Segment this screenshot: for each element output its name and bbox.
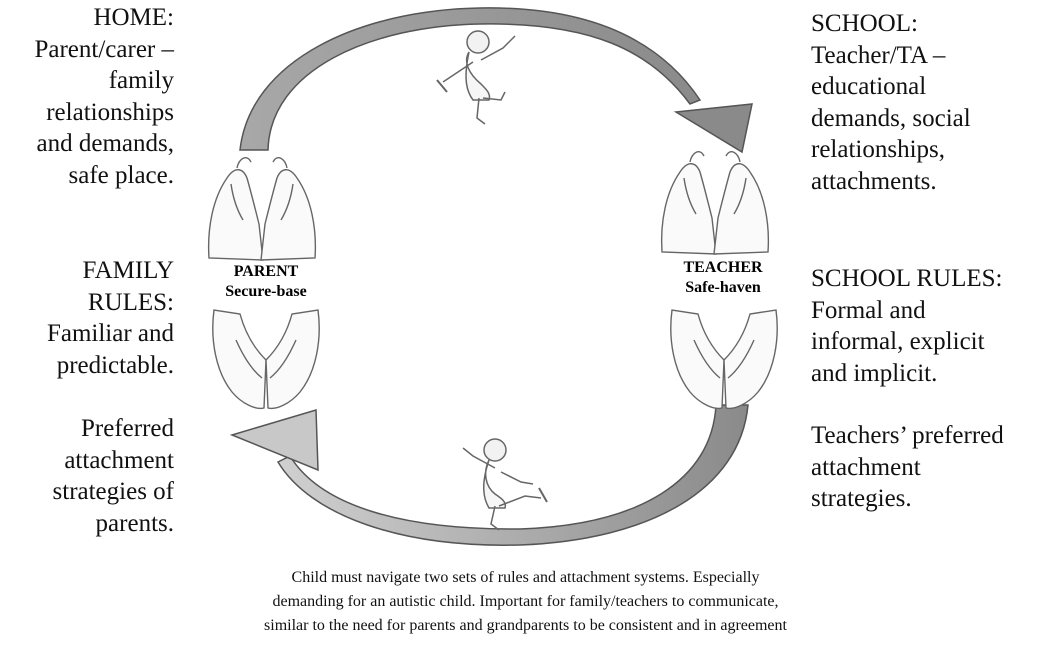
parent-role-label: PARENT Secure-base <box>225 263 307 300</box>
home-description: HOME: Parent/carer – family relationship… <box>34 4 174 189</box>
cupped-hands-icon <box>212 309 320 410</box>
teachers-attachment-description: Teachers’ preferred attachment strategie… <box>811 422 1004 512</box>
bottom-arrow-head <box>229 409 319 472</box>
parents-attachment-description: Preferred attachment strategies of paren… <box>52 415 174 537</box>
top-arrow-head <box>673 103 753 154</box>
family-rules-description: FAMILY RULES: Familiar and predictable. <box>46 257 174 379</box>
cupped-hands-icon <box>670 309 778 410</box>
cupped-hands-icon <box>660 151 770 255</box>
school-rules-description: SCHOOL RULES: Formal and informal, expli… <box>811 265 1003 387</box>
cupped-hands-icon <box>207 157 317 261</box>
running-child-icon <box>436 30 516 125</box>
running-child-icon <box>462 438 548 531</box>
teacher-role-label: TEACHER Safe-haven <box>683 259 763 296</box>
school-description: SCHOOL: Teacher/TA – educational demands… <box>811 10 971 195</box>
bottom-arc-arrow <box>229 404 749 546</box>
top-arc-arrow <box>239 7 753 154</box>
diagram-caption: Child must navigate two sets of rules an… <box>264 569 787 634</box>
